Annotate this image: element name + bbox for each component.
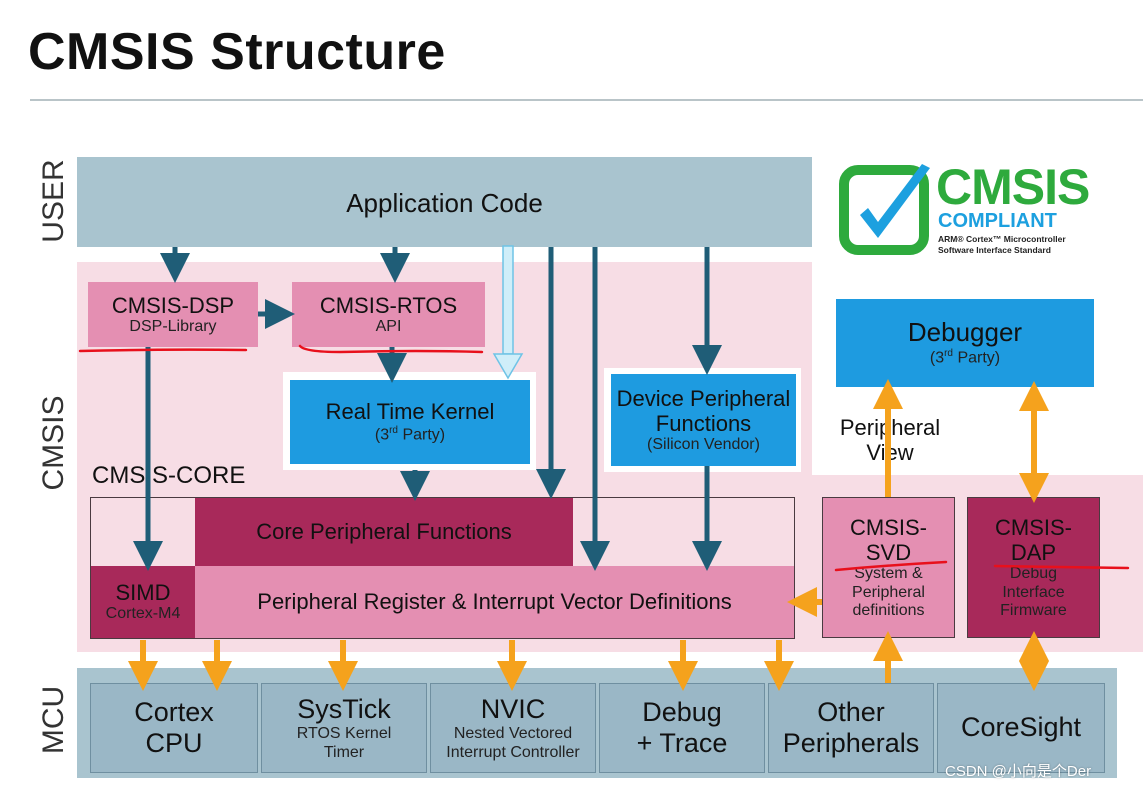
debugger-box[interactable]: Debugger (3rd Party) bbox=[836, 299, 1094, 387]
mcu-block-systick[interactable]: SysTick RTOS Kernel Timer bbox=[261, 683, 427, 773]
dap-line2: DAP bbox=[1010, 539, 1057, 565]
mcu-nvic-sub1: Nested Vectored bbox=[453, 725, 573, 743]
cmsis-rtos-sub: API bbox=[375, 317, 402, 335]
device-peripheral-functions-box[interactable]: Device Peripheral Functions (Silicon Ven… bbox=[611, 374, 796, 466]
rtk-title: Real Time Kernel bbox=[325, 399, 495, 425]
mcu-block-coresight[interactable]: CoreSight bbox=[937, 683, 1105, 773]
core-peripheral-functions-box[interactable]: Core Peripheral Functions bbox=[195, 498, 573, 566]
core-periph-title: Core Peripheral Functions bbox=[256, 519, 512, 545]
logo-word: CMSIS bbox=[936, 159, 1090, 215]
mcu-systick-sub2: Timer bbox=[323, 743, 365, 761]
simd-sub: Cortex-M4 bbox=[105, 605, 181, 623]
cmsis-rtos-title: CMSIS-RTOS bbox=[319, 292, 458, 318]
mcu-nvic-sub2: Interrupt Controller bbox=[446, 743, 580, 761]
logo-line2: Software Interface Standard bbox=[938, 245, 1051, 255]
logo-line1: ARM® Cortex™ Microcontroller bbox=[938, 234, 1066, 244]
underline-svd bbox=[834, 560, 948, 572]
simd-box[interactable]: SIMD Cortex-M4 bbox=[91, 566, 195, 638]
svd-line1: CMSIS- bbox=[850, 514, 927, 540]
svd-line2: SVD bbox=[865, 539, 912, 565]
cmsis-dsp-sub: DSP-Library bbox=[129, 317, 217, 335]
mcu-systick-title: SysTick bbox=[297, 694, 391, 725]
underline-rtos bbox=[298, 344, 484, 354]
peripheral-register-box[interactable]: Peripheral Register & Interrupt Vector D… bbox=[195, 566, 794, 638]
mcu-coresight-title: CoreSight bbox=[960, 712, 1082, 743]
cmsis-dsp-title: CMSIS-DSP bbox=[111, 292, 235, 318]
application-code-label-wrap: Application Code bbox=[77, 180, 812, 228]
underline-dap bbox=[993, 564, 1130, 570]
mcu-systick-sub1: RTOS Kernel bbox=[296, 725, 392, 743]
mcu-block-nvic[interactable]: NVIC Nested Vectored Interrupt Controlle… bbox=[430, 683, 596, 773]
mcu-cortex-line2: CPU bbox=[145, 728, 203, 758]
dap-sub2: Interface bbox=[1002, 583, 1065, 601]
device-periph-line2: Functions bbox=[655, 410, 752, 436]
rtk-sub: (3rd Party) bbox=[374, 424, 446, 444]
watermark: CSDN @小向是个Der bbox=[945, 763, 1092, 780]
title-divider bbox=[30, 99, 1143, 101]
checkmark-icon bbox=[839, 164, 930, 255]
cmsis-rtos-box[interactable]: CMSIS-RTOS API bbox=[292, 282, 485, 347]
page-title: CMSIS Structure bbox=[28, 23, 446, 81]
mcu-debug-line1: Debug bbox=[642, 696, 722, 727]
underline-dsp bbox=[78, 348, 248, 353]
cmsis-compliant-logo: CMSIS COMPLIANT ARM® Cortex™ Microcontro… bbox=[838, 159, 1093, 260]
periph-register-title: Peripheral Register & Interrupt Vector D… bbox=[257, 589, 732, 615]
debugger-title: Debugger bbox=[907, 317, 1023, 348]
mcu-block-cortex-cpu[interactable]: Cortex CPU bbox=[90, 683, 258, 773]
svd-sub3: definitions bbox=[852, 601, 925, 619]
mcu-block-debug-trace[interactable]: Debug + Trace bbox=[599, 683, 765, 773]
arrow-app-to-rtk-light bbox=[492, 245, 524, 380]
dap-sub1: Debug bbox=[1009, 565, 1058, 583]
mcu-block-other-peripherals[interactable]: Other Peripherals bbox=[768, 683, 934, 773]
debugger-sub: (3rd Party) bbox=[929, 348, 1001, 367]
dap-sub3: Firmware bbox=[1000, 601, 1067, 619]
device-periph-sub: (Silicon Vendor) bbox=[647, 436, 760, 454]
cmsis-svd-box[interactable]: CMSIS- SVD System & Peripheral definitio… bbox=[822, 497, 955, 638]
application-code: Application Code bbox=[346, 188, 543, 219]
cmsis-core-label: CMSIS-CORE bbox=[92, 462, 246, 489]
device-periph-line1: Device Peripheral bbox=[616, 385, 791, 411]
mcu-nvic-title: NVIC bbox=[480, 694, 546, 725]
real-time-kernel-box[interactable]: Real Time Kernel (3rd Party) bbox=[290, 380, 530, 464]
mcu-other-line1: Other bbox=[817, 696, 885, 727]
user-band bbox=[77, 157, 812, 247]
mcu-debug-line2: + Trace bbox=[636, 728, 728, 758]
logo-compliant: COMPLIANT bbox=[938, 210, 1057, 232]
mcu-other-line2: Peripherals bbox=[782, 728, 920, 758]
svd-sub2: Peripheral bbox=[852, 583, 925, 601]
simd-title: SIMD bbox=[115, 580, 171, 606]
dap-line1: CMSIS- bbox=[995, 514, 1072, 540]
svd-sub1: System & bbox=[854, 565, 923, 583]
cmsis-dsp-box[interactable]: CMSIS-DSP DSP-Library bbox=[88, 282, 258, 347]
mcu-cortex-line1: Cortex bbox=[134, 696, 214, 727]
